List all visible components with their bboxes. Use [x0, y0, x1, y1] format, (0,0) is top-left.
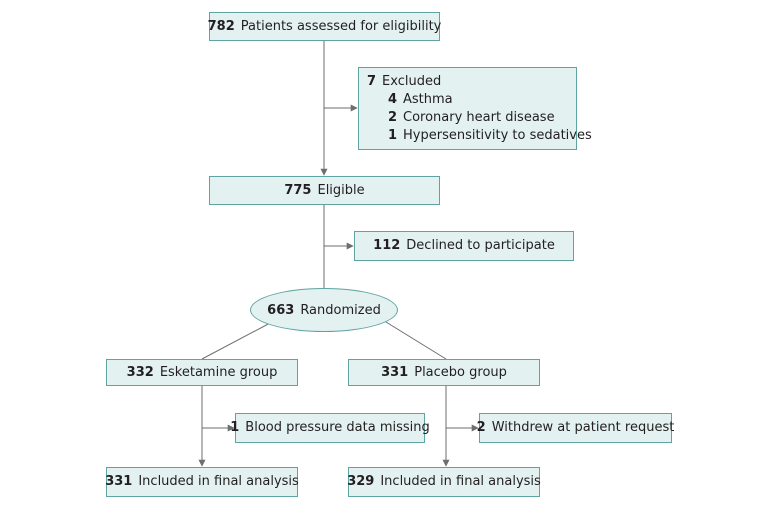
- declined-box: 112 Declined to participate: [354, 231, 574, 261]
- excluded-count: 7: [367, 73, 377, 89]
- placebo-excluded-box: 2 Withdrew at patient request: [476, 413, 675, 443]
- esketamine-excluded-label: Blood pressure data missing: [245, 420, 430, 435]
- esketamine-analysis-count: 331: [105, 474, 133, 489]
- esketamine-excluded-box: 1 Blood pressure data missing: [230, 413, 430, 443]
- assessed-box: 782 Patients assessed for eligibility: [207, 12, 442, 41]
- esketamine-excluded-count: 1: [230, 420, 240, 435]
- declined-count: 112: [373, 238, 401, 253]
- esketamine-group-box: 332 Esketamine group: [106, 359, 298, 386]
- esketamine-analysis-box: 331 Included in final analysis: [105, 467, 299, 497]
- line-randomized-to-placebo: [385, 321, 447, 360]
- excluded-reason: 1 Hypersensitivity to sedatives: [387, 127, 592, 143]
- eligible-box: 775 Eligible: [209, 176, 440, 205]
- placebo-analysis-label: Included in final analysis: [380, 474, 541, 489]
- excluded-label: Excluded: [382, 73, 442, 89]
- placebo-group-box: 331 Placebo group: [348, 359, 540, 386]
- placebo-analysis-count: 329: [347, 474, 375, 489]
- esketamine-group-label: Esketamine group: [159, 364, 278, 380]
- esketamine-group-count: 332: [126, 364, 154, 380]
- randomized-count: 663: [267, 302, 295, 318]
- placebo-excluded-count: 2: [476, 420, 486, 435]
- assessed-label: Patients assessed for eligibility: [240, 18, 442, 34]
- placebo-analysis-box: 329 Included in final analysis: [347, 467, 541, 497]
- placebo-group-count: 331: [381, 364, 409, 380]
- excluded-reason: 4 Asthma: [387, 91, 453, 107]
- placebo-group-label: Placebo group: [414, 364, 507, 380]
- excluded-reason: 2 Coronary heart disease: [387, 109, 555, 125]
- eligible-count: 775: [284, 182, 312, 198]
- excluded-box: 7 Excluded 4 Asthma 2 Coronary heart dis…: [358, 67, 592, 150]
- declined-label: Declined to participate: [406, 238, 555, 253]
- placebo-excluded-label: Withdrew at patient request: [491, 420, 675, 435]
- line-randomized-to-esketamine: [201, 321, 273, 360]
- randomized-ellipse: 663 Randomized: [250, 288, 398, 332]
- assessed-count: 782: [207, 18, 235, 34]
- eligible-label: Eligible: [317, 182, 365, 198]
- randomized-label: Randomized: [300, 302, 381, 318]
- excluded-heading: 7 Excluded: [367, 73, 441, 91]
- esketamine-analysis-label: Included in final analysis: [138, 474, 299, 489]
